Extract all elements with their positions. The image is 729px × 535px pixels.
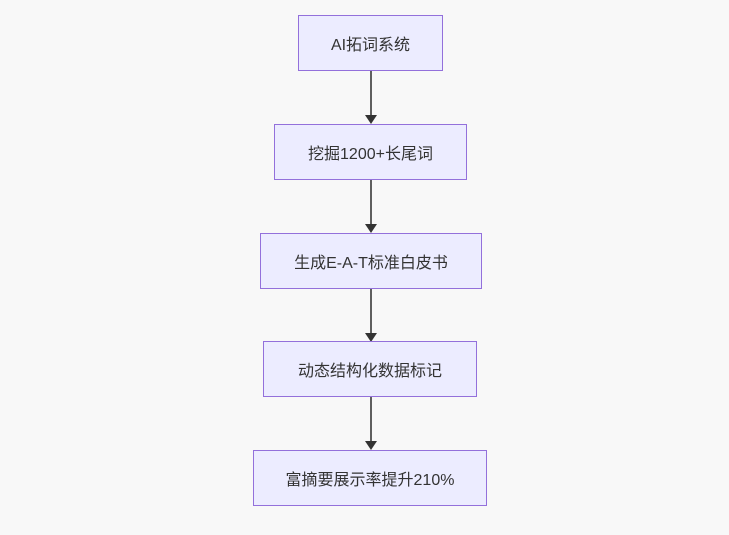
flow-arrow-2: [364, 180, 377, 233]
flow-node-label: AI拓词系统: [330, 37, 411, 54]
arrow-head-icon: [364, 333, 377, 342]
arrow-head-icon: [364, 115, 377, 124]
flow-node-ai-word-expansion-system: AI拓词系统: [298, 15, 443, 71]
flow-arrow-4: [364, 397, 377, 450]
arrow-shaft: [369, 180, 372, 225]
flow-node-label: 挖掘1200+长尾词: [308, 146, 433, 163]
flow-node-mine-longtail-keywords: 挖掘1200+长尾词: [274, 124, 467, 180]
arrow-shaft: [369, 289, 372, 334]
flow-node-label: 生成E-A-T标准白皮书: [294, 255, 448, 272]
flow-arrow-1: [364, 71, 377, 124]
arrow-shaft: [369, 71, 372, 116]
flow-arrow-3: [364, 289, 377, 342]
arrow-head-icon: [364, 224, 377, 233]
flow-node-dynamic-structured-data-markup: 动态结构化数据标记: [263, 341, 477, 397]
flow-node-generate-eat-whitepaper: 生成E-A-T标准白皮书: [260, 233, 482, 289]
flow-node-label: 动态结构化数据标记: [297, 363, 442, 380]
flow-node-label: 富摘要展示率提升210%: [285, 472, 455, 489]
flow-node-rich-snippet-rate-increase: 富摘要展示率提升210%: [253, 450, 487, 506]
arrow-shaft: [369, 397, 372, 442]
arrow-head-icon: [364, 441, 377, 450]
